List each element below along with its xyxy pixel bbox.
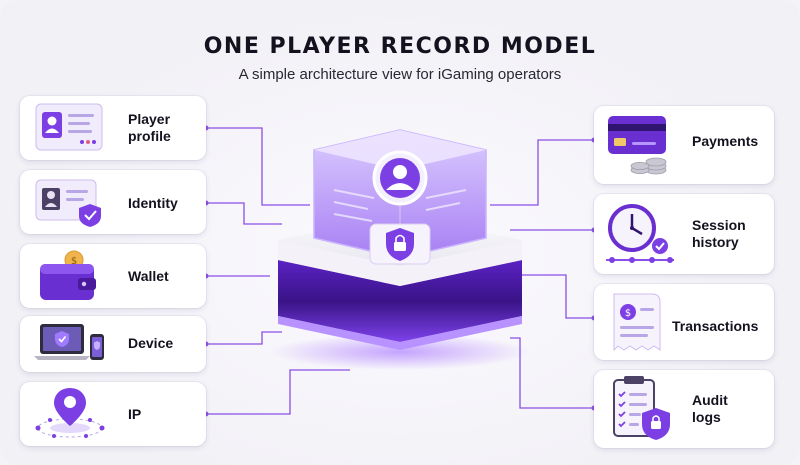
connector-transactions [520,274,594,319]
connector-payments [490,139,594,206]
card-label-audit-logs: Audit logs [692,392,728,425]
connector-player-profile [206,127,310,206]
profile-card-icon [35,103,103,151]
card-label-wallet: Wallet [128,268,169,284]
card-label-transactions: Transactions [672,318,759,334]
card-payments: Payments [594,106,774,184]
connector-device [206,331,282,345]
card-label-session-history: Session history [692,217,746,250]
map-pin-network-icon [35,388,105,438]
connector-audit-logs [510,337,594,409]
card-label-payments: Payments [692,133,759,149]
connector-ip [206,369,350,415]
card-wallet: $ Wallet [20,244,206,308]
player-record-hub-icon [270,129,530,370]
card-label-identity: Identity [128,195,178,211]
card-device: Device [20,316,206,372]
card-audit-logs: Audit logs [594,370,774,448]
card-transactions: $ Transactions [594,284,774,360]
svg-text:$: $ [71,256,77,267]
wallet-icon: $ [40,250,96,300]
page-title: ONE PLAYER RECORD MODEL [203,34,597,59]
receipt-icon: $ [613,293,661,352]
card-label-player-profile: Player profile [128,111,171,144]
connector-identity [206,202,282,225]
page-subtitle: A simple architecture view for iGaming o… [238,66,562,83]
clock-timeline-icon [606,204,674,263]
svg-text:$: $ [625,308,631,319]
card-player-profile: Player profile [20,96,206,160]
card-identity: Identity [20,170,206,234]
card-ip: IP [20,382,206,446]
card-session-history: Session history [594,194,774,274]
credit-card-coins-icon [608,116,667,175]
card-label-device: Device [128,335,174,351]
laptop-phone-icon [34,324,104,360]
card-label-ip: IP [128,406,142,422]
clipboard-lock-icon [613,376,670,440]
id-card-shield-icon [35,179,101,227]
